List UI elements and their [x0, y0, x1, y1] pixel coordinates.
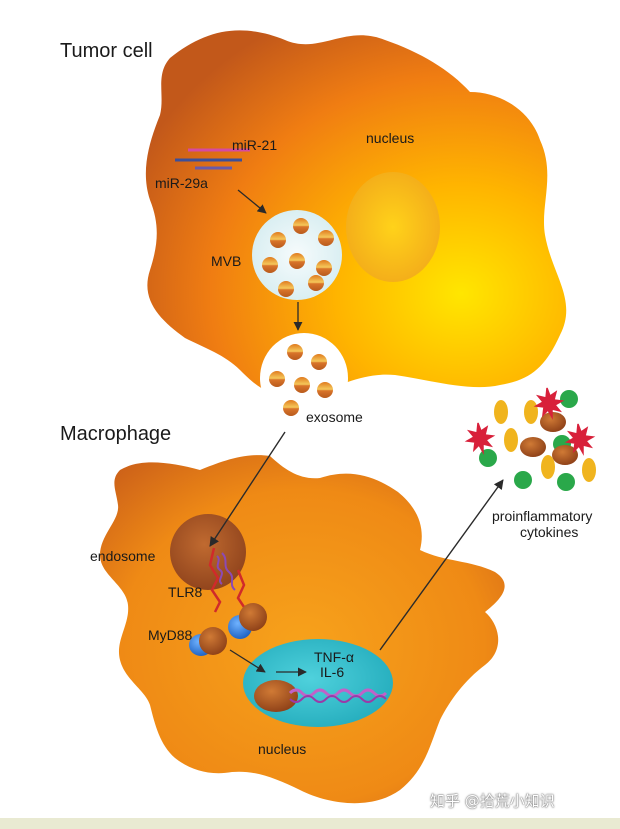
myd88-complex-right — [228, 603, 267, 639]
arrow-nucleus-to-cytokines — [379, 479, 504, 651]
exosome-label: exosome — [306, 409, 363, 425]
cytokines-label: cytokines — [520, 524, 579, 540]
arrow-exosome-to-endosome — [209, 431, 286, 547]
dna-helix-strand-2 — [289, 695, 387, 703]
il6-label: IL-6 — [320, 664, 345, 680]
arrow-mir-to-mvb — [237, 189, 267, 214]
cytokine-cluster — [464, 387, 596, 491]
myd88-complex-left — [189, 627, 227, 656]
arrow-myd88-to-nucleus — [229, 649, 266, 673]
endosome-label: endosome — [90, 548, 156, 564]
myd88-label: MyD88 — [148, 627, 193, 643]
tlr8-label: TLR8 — [168, 584, 203, 600]
footer-bar — [0, 818, 620, 829]
macrophage-label: Macrophage — [60, 423, 172, 445]
released-exosome-dots — [269, 344, 333, 416]
macrophage-nucleus-label: nucleus — [258, 741, 307, 757]
tumor-nucleus-label: nucleus — [366, 130, 415, 146]
tumor-nucleus — [346, 172, 440, 282]
tnf-alpha-label: TNF-α — [314, 649, 354, 665]
mir29a-label: miR-29a — [155, 175, 208, 191]
mir21-label: miR-21 — [232, 137, 278, 153]
proinflammatory-label: proinflammatory — [492, 508, 593, 524]
endosome — [170, 514, 246, 590]
mvb-label: MVB — [211, 253, 242, 269]
transcription-factor — [254, 680, 298, 712]
mvb-exosome-dots — [262, 218, 334, 297]
tumor-cell-label: Tumor cell — [60, 40, 153, 62]
tlr8-receptors — [208, 547, 248, 613]
watermark: 知乎 @拾荒小知识 — [430, 792, 555, 810]
